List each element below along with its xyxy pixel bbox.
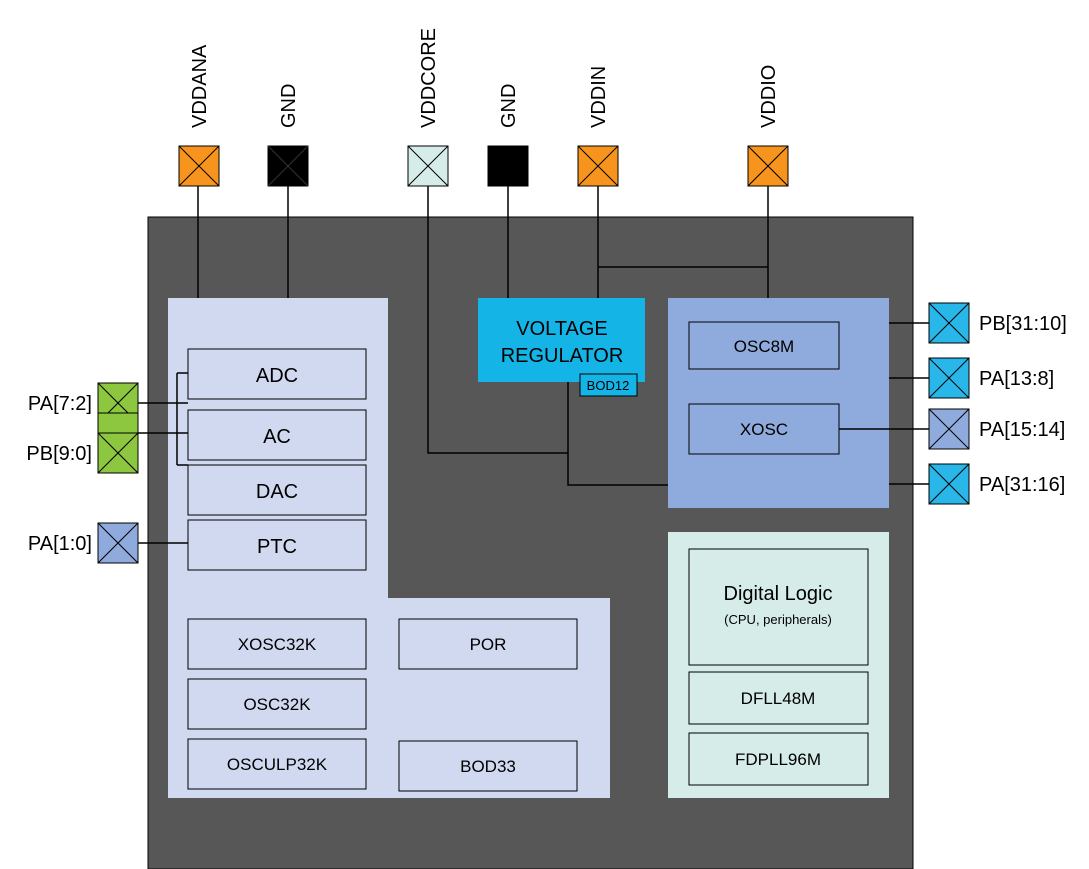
osc8m-block	[688, 321, 840, 370]
ac-label: AC	[263, 426, 291, 448]
ac-block	[187, 409, 367, 461]
adc-label: ADC	[256, 365, 298, 387]
dac-label: DAC	[256, 481, 298, 503]
osculp32k-block	[187, 738, 367, 790]
dfll48m-block	[688, 671, 869, 725]
regulator-label-line2: REGULATOR	[501, 345, 624, 367]
label-vddin: VDDIN	[588, 66, 610, 128]
pin-gnd-1	[267, 145, 309, 187]
pin-pb-31-10	[928, 302, 970, 344]
bod12-block	[579, 373, 638, 397]
fdpll96m-label: FDPLL96M	[735, 750, 821, 769]
label-vddana: VDDANA	[189, 44, 211, 128]
osc32k-label: OSC32K	[243, 695, 311, 714]
bod33-label: BOD33	[460, 757, 516, 776]
adc-block	[187, 348, 367, 400]
por-label: POR	[470, 635, 507, 654]
ptc-label: PTC	[257, 536, 297, 558]
label-pa-7-2: PA[7:2]	[28, 393, 92, 415]
voltage-regulator	[478, 298, 645, 382]
label-pa-31-16: PA[31:16]	[979, 474, 1065, 496]
xosc32k-block	[187, 618, 367, 670]
ptc-block	[187, 519, 367, 571]
xosc-label: XOSC	[740, 420, 788, 439]
label-gnd-1: GND	[278, 84, 300, 128]
label-pa-13-8: PA[13:8]	[979, 368, 1054, 390]
pin-pa-15-14	[928, 408, 970, 450]
pin-vddcore	[407, 145, 449, 187]
pin-pa-13-8	[928, 357, 970, 399]
regulator-label-line1: VOLTAGE	[516, 318, 608, 340]
xosc-block	[688, 403, 840, 455]
label-pb-9-0: PB[9:0]	[26, 443, 92, 465]
label-pb-31-10: PB[31:10]	[979, 313, 1067, 335]
bod33-block	[398, 740, 578, 792]
dfll48m-label: DFLL48M	[741, 689, 816, 708]
digital-logic-title: Digital Logic	[724, 583, 833, 605]
pin-vddin	[577, 145, 619, 187]
fdpll96m-block	[688, 732, 869, 786]
osc32k-block	[187, 678, 367, 730]
pin-vddana	[178, 145, 220, 187]
label-gnd-2: GND	[498, 84, 520, 128]
label-pa-15-14: PA[15:14]	[979, 419, 1065, 441]
label-vddio: VDDIO	[758, 65, 780, 128]
xosc32k-label: XOSC32K	[238, 635, 317, 654]
label-vddcore: VDDCORE	[418, 28, 440, 128]
bod12-label: BOD12	[587, 378, 630, 393]
digital-logic-block	[688, 548, 869, 666]
digital-logic-subtitle: (CPU, peripherals)	[724, 612, 832, 627]
pin-vddio	[747, 145, 789, 187]
por-block	[398, 618, 578, 670]
osc8m-label: OSC8M	[734, 337, 794, 356]
pin-pa-31-16	[928, 463, 970, 505]
dac-block	[187, 464, 367, 516]
pin-pb-9-0-box	[97, 432, 139, 474]
pin-gnd-2	[487, 145, 529, 187]
wires	[138, 186, 929, 544]
pin-pa-1-0	[97, 522, 139, 564]
label-pa-1-0: PA[1:0]	[28, 533, 92, 555]
osculp32k-label: OSCULP32K	[227, 755, 328, 774]
